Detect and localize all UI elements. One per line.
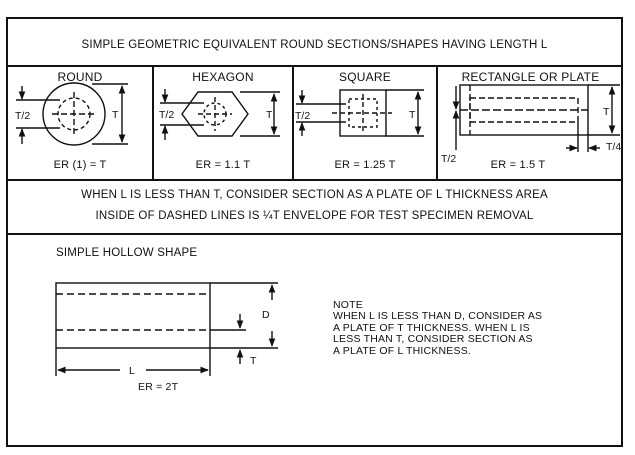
hexagon-outline — [181, 91, 249, 137]
hollow-l-label: L — [129, 365, 135, 377]
hollow-shape-drawing — [55, 282, 278, 376]
hollow-t-label: T — [250, 355, 257, 367]
round-half-label: T/2 — [15, 110, 30, 122]
figure-title: SIMPLE GEOMETRIC EQUIVALENT ROUND SECTIO… — [81, 39, 548, 51]
title-divider — [8, 65, 621, 67]
hexagon-er: ER = 1.1 T — [195, 159, 251, 171]
rectangle-outline — [459, 84, 589, 136]
hexagon-section-drawing — [160, 89, 280, 140]
column-divider-2 — [292, 65, 294, 179]
round-er: ER (1) = T — [53, 159, 107, 171]
round-section-drawing — [16, 82, 128, 146]
round-thickness-label: T — [112, 109, 119, 121]
conditions-divider — [8, 233, 621, 235]
rectangle-section-drawing — [452, 84, 620, 152]
hollow-title: SIMPLE HOLLOW SHAPE — [56, 247, 198, 259]
rectangle-title: RECTANGLE OR PLATE — [461, 70, 600, 84]
square-er: ER = 1.25 T — [334, 159, 396, 171]
hexagon-half-label: T/2 — [159, 109, 174, 121]
shapes-divider — [8, 179, 621, 181]
note-heading: NOTE — [333, 299, 363, 311]
figure-frame: SIMPLE GEOMETRIC EQUIVALENT ROUND SECTIO… — [6, 17, 623, 447]
hollow-er: ER = 2T — [138, 381, 179, 393]
hollow-outline — [55, 282, 211, 349]
rectangle-half-label: T/2 — [441, 153, 456, 165]
hollow-d-label: D — [262, 309, 270, 321]
rectangle-er: ER = 1.5 T — [490, 159, 546, 171]
square-thickness-label: T — [409, 109, 416, 121]
round-title: ROUND — [57, 70, 103, 84]
hexagon-title: HEXAGON — [192, 70, 254, 84]
condition-line-2: INSIDE OF DASHED LINES IS ¼T ENVELOPE FO… — [95, 210, 534, 222]
note-text: WHEN L IS LESS THAN D, CONSIDER AS A PLA… — [333, 310, 543, 357]
hexagon-thickness-label: T — [266, 109, 273, 121]
rectangle-quarter-label: T/4 — [606, 141, 621, 153]
round-outer-circle — [42, 82, 106, 146]
column-divider-1 — [152, 65, 154, 179]
square-title: SQUARE — [339, 70, 391, 84]
rectangle-thickness-label: T — [603, 106, 610, 118]
square-section-drawing — [296, 89, 424, 137]
condition-line-1: WHEN L IS LESS THAN T, CONSIDER SECTION … — [81, 189, 548, 201]
square-half-label: T/2 — [295, 110, 310, 122]
column-divider-3 — [436, 65, 438, 179]
